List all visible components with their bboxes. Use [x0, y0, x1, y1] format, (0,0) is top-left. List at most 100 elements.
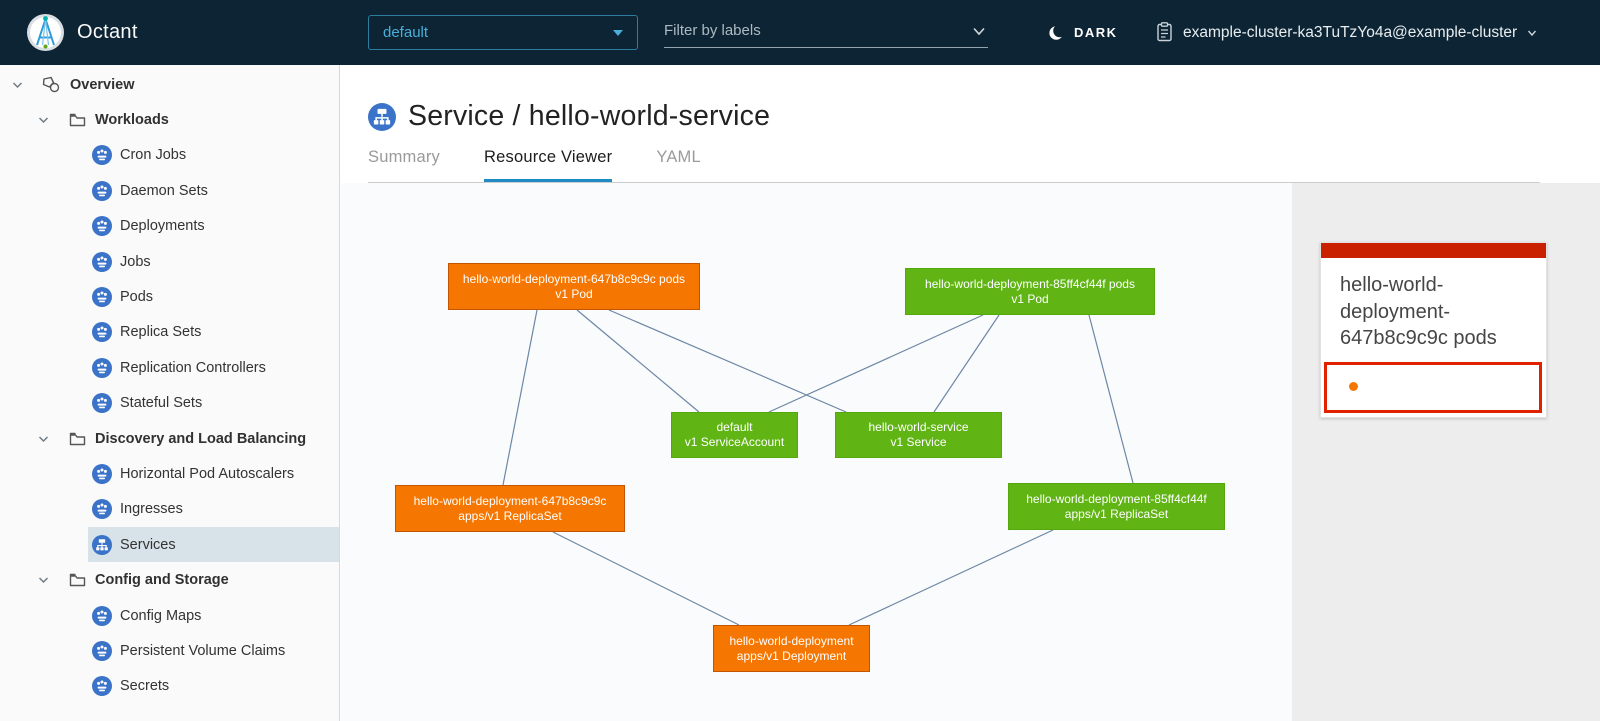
tab-yaml[interactable]: YAML [656, 148, 701, 166]
status-bar [1321, 243, 1546, 258]
sidebar-item-label: Workloads [95, 112, 169, 129]
namespace-select-value: default [383, 24, 429, 41]
ingresses-icon [92, 499, 112, 520]
graph-node-kind: v1 Service [890, 435, 947, 449]
replication-controllers-icon [92, 357, 112, 378]
cron-jobs-icon [92, 145, 112, 166]
graph-edge [576, 309, 700, 413]
graph-edges [502, 309, 1134, 626]
graph-node-kind: apps/v1 ReplicaSet [458, 508, 562, 523]
secrets-icon [92, 676, 112, 697]
sidebar-item-deployments[interactable]: Deployments [0, 209, 339, 244]
namespace-select[interactable]: default [368, 15, 638, 50]
pods-icon [92, 287, 112, 308]
graph-node-name: hello-world-deployment [729, 633, 854, 648]
tab-bar: Summary Resource Viewer YAML [368, 148, 701, 183]
app-title: Octant [77, 21, 138, 43]
graph-node-kind: apps/v1 ReplicaSet [1064, 506, 1169, 521]
graph-edge [1088, 314, 1134, 484]
graph-edge [933, 314, 1000, 413]
chevron-down-icon[interactable] [970, 22, 988, 40]
daemon-sets-icon [92, 180, 112, 201]
graph-edge [848, 529, 1054, 626]
chevron-down-icon[interactable] [10, 77, 25, 92]
sidebar-item-horizontal-pod-autoscalers[interactable]: Horizontal Pod Autoscalers [0, 456, 339, 491]
dark-theme-label: DARK [1074, 25, 1118, 40]
folder-icon [69, 113, 86, 128]
overview-icon [41, 76, 61, 94]
sidebar-item-pods[interactable]: Pods [0, 279, 339, 314]
graph-node-name: default [716, 420, 753, 434]
sidebar-item-services[interactable]: Services [0, 527, 339, 563]
sidebar-item-secrets[interactable]: Secrets [0, 669, 339, 704]
node-detail-title: hello-world-deployment-647b8c9c9c pods [1340, 274, 1497, 349]
tab-summary[interactable]: Summary [368, 148, 440, 166]
sidebar-item-config-and-storage[interactable]: Config and Storage [0, 562, 339, 597]
chevron-down-icon[interactable] [36, 113, 51, 128]
graph-node-name: hello-world-service [868, 420, 969, 434]
sidebar-item-daemon-sets[interactable]: Daemon Sets [0, 173, 339, 208]
sidebar-item-label: Stateful Sets [120, 395, 203, 412]
sidebar-item-label: Config Maps [120, 607, 202, 624]
dark-theme-toggle[interactable]: DARK [1048, 0, 1118, 65]
page-title: Service / hello-world-service [408, 100, 771, 132]
deployments-icon [92, 216, 112, 237]
chevron-down-icon[interactable] [36, 573, 51, 588]
sidebar-item-stateful-sets[interactable]: Stateful Sets [0, 386, 339, 421]
sidebar-item-overview[interactable]: Overview [0, 67, 339, 102]
tab-resource-viewer[interactable]: Resource Viewer [484, 148, 613, 183]
persistent-volume-claims-icon [92, 640, 112, 661]
sidebar-item-label: Horizontal Pod Autoscalers [120, 465, 295, 482]
sidebar-item-label: Replication Controllers [120, 359, 266, 376]
sidebar-item-label: Cron Jobs [120, 147, 187, 164]
sidebar-item-discovery-and-load-balancing[interactable]: Discovery and Load Balancing [0, 421, 339, 456]
node-detail-card: hello-world-deployment-647b8c9c9c pods [1320, 242, 1547, 418]
graph-edge [552, 531, 740, 626]
chevron-down-icon [1526, 27, 1538, 39]
cluster-context-switcher[interactable]: example-cluster-ka3TuTzYo4a@example-clus… [1155, 0, 1538, 65]
graph-node-name: hello-world-deployment-647b8c9c9c pods [462, 271, 686, 286]
sidebar-item-ingresses[interactable]: Ingresses [0, 492, 339, 527]
sidebar-item-cron-jobs[interactable]: Cron Jobs [0, 138, 339, 173]
sidebar-item-label: Overview [70, 76, 135, 93]
sidebar-item-replica-sets[interactable]: Replica Sets [0, 315, 339, 350]
label-filter [664, 14, 988, 48]
sidebar-item-label: Secrets [120, 678, 170, 695]
sidebar-item-label: Ingresses [120, 501, 183, 518]
sidebar-item-label: Replica Sets [120, 324, 202, 341]
sidebar-item-replication-controllers[interactable]: Replication Controllers [0, 350, 339, 385]
moon-icon [1048, 23, 1066, 42]
sidebar-item-workloads[interactable]: Workloads [0, 102, 339, 137]
status-alert-box [1324, 361, 1542, 413]
sidebar-item-config-maps[interactable]: Config Maps [0, 598, 339, 633]
sidebar-item-label: Jobs [120, 253, 151, 270]
sidebar-item-label: Discovery and Load Balancing [95, 430, 307, 447]
chevron-down-icon[interactable] [36, 431, 51, 446]
services-icon [92, 534, 112, 555]
jobs-icon [92, 251, 112, 272]
label-filter-input[interactable] [664, 22, 970, 39]
graph-edge [502, 309, 538, 486]
sidebar-item-label: Deployments [120, 218, 205, 235]
horizontal-pod-autoscalers-icon [92, 463, 112, 484]
sidebar-item-persistent-volume-claims[interactable]: Persistent Volume Claims [0, 633, 339, 668]
cluster-icon [1155, 22, 1174, 43]
warning-dot-icon [1349, 381, 1358, 391]
graph-node-kind: v1 Pod [1011, 291, 1049, 306]
sidebar-item-jobs[interactable]: Jobs [0, 244, 339, 279]
sidebar-item-label: Persistent Volume Claims [120, 642, 286, 659]
graph-node-name: hello-world-deployment-85ff4cf44f pods [925, 276, 1135, 291]
graph-node-kind: v1 Pod [555, 286, 593, 301]
folder-icon [69, 573, 86, 588]
top-header: Octant default DARK [0, 0, 1600, 65]
sidebar-item-label: Pods [120, 289, 154, 306]
